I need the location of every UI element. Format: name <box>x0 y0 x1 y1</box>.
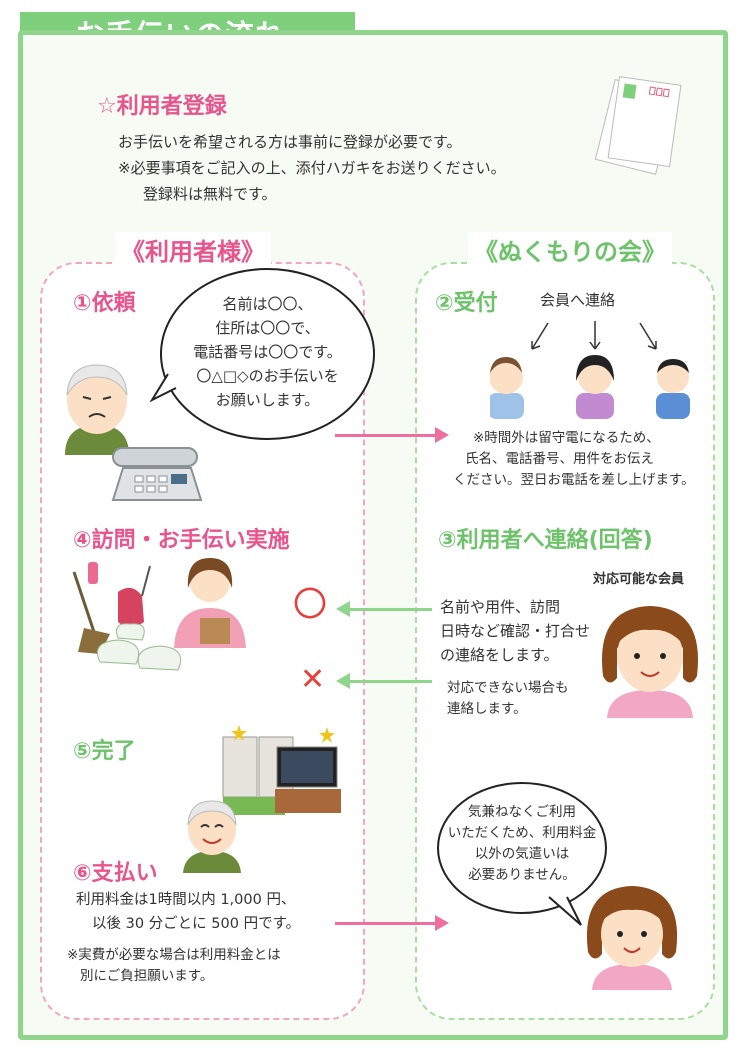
registration-heading: ☆利用者登録 <box>97 94 227 119</box>
ok-symbol: 〇 <box>293 585 327 625</box>
bubble-line: 以外の気遣いは <box>474 846 570 862</box>
postcard-illustration <box>594 76 682 175</box>
clean-room-illustration <box>222 725 341 815</box>
expense-note-line-2: 別にご負担願います。 <box>80 968 214 984</box>
ok-response-line: 名前や用件、訪問 <box>440 598 561 616</box>
request-speech-bubble: 名前は〇〇、 住所は〇〇で、 電話番号は〇〇です。 〇△□◇のお手伝いを お願い… <box>160 268 375 440</box>
after-hours-note-line: ※時間外は留守電になるため、 <box>473 430 660 446</box>
bubble-line: 〇△□◇のお手伝いを <box>196 367 339 385</box>
user-column-title: 《利用者様》 <box>115 232 271 267</box>
registration-line-2: ※必要事項をご記入の上、添付ハガキをお送りください。 <box>118 159 506 177</box>
member-woman-icon <box>576 355 614 419</box>
step-2-label: ②受付 <box>435 291 498 316</box>
registration-line-1: お手伝いを希望される方は事前に登録が必要です。 <box>118 133 462 151</box>
step-5-label: ⑤完了 <box>73 739 136 764</box>
member-notification-illustration <box>490 321 690 419</box>
step-1-label: ①依頼 <box>73 291 136 316</box>
after-hours-note-line: 氏名、電話番号、用件をお伝え <box>465 451 654 467</box>
arrow-ok-response <box>336 601 432 617</box>
arrow-payment <box>335 915 449 931</box>
registration-line-3: 登録料は無料です。 <box>143 185 277 203</box>
housework-illustration <box>72 562 182 671</box>
fee-line-2: 以後 30 分ごとに 500 円です。 <box>92 916 301 932</box>
no-tips-speech-bubble: 気兼ねなくご利用 いただくため、利用料金 以外の気遣いは 必要ありません。 <box>437 782 607 914</box>
member-woman-icon <box>586 886 678 990</box>
member-woman-smiling-icon <box>601 606 699 718</box>
after-hours-note: ※時間外は留守電になるため、 氏名、電話番号、用件をお伝え ください。翌日お電話… <box>453 428 695 491</box>
step-3-label: ③利用者へ連絡(回答) <box>438 528 653 553</box>
bubble-line: いただくため、利用料金 <box>447 825 597 841</box>
arrow-ng-response <box>336 673 432 689</box>
ok-response-line: 日時など確認・打合せ <box>440 622 591 640</box>
step-4-label: ④訪問・お手伝い実施 <box>73 528 290 553</box>
arrow-request-to-reception <box>335 427 449 443</box>
elderly-man-worried-icon <box>65 364 129 455</box>
ok-response-text: 名前や用件、訪問 日時など確認・打合せ の連絡をします。 <box>440 595 590 667</box>
ng-response-text: 対応できない場合も 連絡します。 <box>447 678 569 720</box>
ok-response-line: の連絡をします。 <box>440 646 559 664</box>
member-boy-icon <box>656 359 690 419</box>
after-hours-note-line: ください。翌日お電話を差し上げます。 <box>453 472 695 488</box>
helper-woman-icon <box>174 558 246 648</box>
contact-members-label: 会員へ連絡 <box>540 291 616 309</box>
member-man-icon <box>490 357 524 419</box>
expense-note-line-1: ※実費が必要な場合は利用料金とは <box>67 947 281 963</box>
bubble-line: 気兼ねなくご利用 <box>468 804 576 820</box>
bubble-line: 必要ありません。 <box>468 867 576 883</box>
bubble-line: 名前は〇〇、 <box>222 295 313 313</box>
step-6-label: ⑥支払い <box>73 861 158 886</box>
garbage-bags-icon <box>96 623 182 671</box>
telephone-icon <box>111 447 203 501</box>
ng-response-line: 対応できない場合も <box>447 680 569 696</box>
org-column-title: 《ぬくもりの会》 <box>468 232 672 267</box>
bubble-tail <box>150 373 177 402</box>
elderly-man-happy-icon <box>183 800 241 873</box>
ng-response-line: 連絡します。 <box>447 701 527 717</box>
fee-line-1: 利用料金は1時間以内 1,000 円、 <box>76 892 296 908</box>
bubble-line: 住所は〇〇で、 <box>215 319 320 337</box>
ng-symbol: ✕ <box>300 662 326 697</box>
bubble-tail <box>548 896 582 926</box>
bubble-line: 電話番号は〇〇です。 <box>193 343 342 361</box>
available-member-label: 対応可能な会員 <box>593 572 685 587</box>
bubble-line: お願いします。 <box>215 391 320 409</box>
